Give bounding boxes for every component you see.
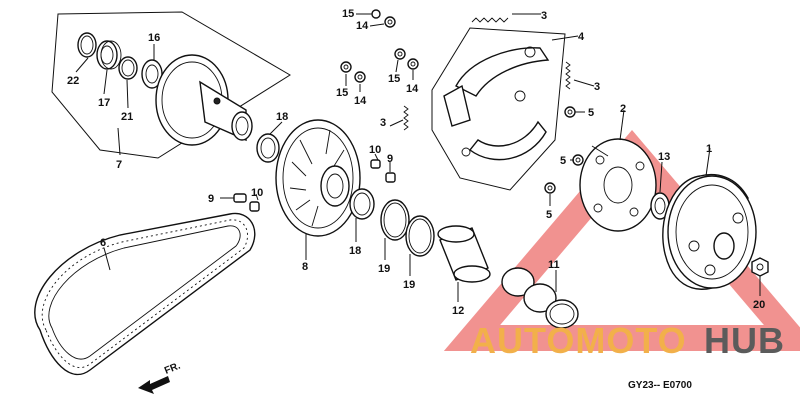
part-1-clutch-outer — [662, 173, 757, 290]
callout-5-b: 5 — [560, 155, 566, 167]
part-3-spring-right — [565, 61, 571, 90]
part-14-washer-a — [384, 16, 396, 28]
callout-10-left: 10 — [251, 187, 263, 199]
part-9-bolt-upper — [385, 172, 396, 183]
leader-lines — [75, 13, 761, 302]
part-4-clutch-shoes — [443, 46, 550, 161]
front-label: FR. — [163, 360, 182, 376]
callout-labels: 1 2 3 3 3 4 5 5 5 6 7 8 9 9 10 10 11 12 … — [67, 8, 765, 317]
part-19-oring-a — [380, 199, 410, 241]
part-10-nut-upper — [370, 159, 381, 169]
callout-14-a: 14 — [356, 20, 369, 32]
watermark-text-automoto: AUTOMOTO — [470, 320, 687, 361]
callout-5-c: 5 — [546, 209, 552, 221]
callout-3-right: 3 — [594, 81, 600, 93]
callout-13: 13 — [658, 151, 670, 163]
part-18-seal-lower — [349, 188, 375, 220]
callout-15-b: 15 — [336, 87, 348, 99]
part-2-drive-plate — [579, 138, 657, 232]
part-11-rings — [501, 267, 579, 329]
drive-face — [155, 54, 253, 146]
part-15-washer-a — [371, 9, 381, 19]
part-22-circlip — [77, 32, 97, 58]
part-17-bearing — [96, 40, 122, 70]
part-15-washer-c — [394, 48, 406, 60]
callout-21: 21 — [121, 111, 133, 123]
callout-16: 16 — [148, 32, 160, 44]
callout-1: 1 — [706, 143, 712, 155]
part-5-nut-c — [544, 182, 556, 194]
callout-10-upper: 10 — [369, 144, 381, 156]
callout-3-left: 3 — [380, 117, 386, 129]
callout-11: 11 — [548, 259, 560, 271]
callout-8: 8 — [302, 261, 308, 273]
part-18-seal-upper — [256, 133, 280, 163]
part-20-nut — [751, 257, 769, 277]
callout-18-lower: 18 — [349, 245, 361, 257]
part-15-washer-b — [340, 61, 352, 73]
part-5-nut-a — [564, 106, 576, 118]
part-9-bolt-left — [233, 193, 247, 203]
callout-7: 7 — [116, 159, 122, 171]
callout-2: 2 — [620, 103, 626, 115]
callout-12: 12 — [452, 305, 464, 317]
clutch-shoe-group-box — [431, 27, 566, 191]
drawing-code: GY23-- E0700 — [628, 380, 692, 391]
callout-22: 22 — [67, 75, 79, 87]
part-6-drive-belt — [34, 212, 256, 376]
part-10-nut-left — [249, 201, 260, 212]
front-direction-arrow-icon — [138, 376, 170, 394]
callout-9-left: 9 — [208, 193, 214, 205]
part-3-spring-top — [471, 17, 509, 23]
callout-19-b: 19 — [403, 279, 415, 291]
callout-14-c: 14 — [406, 83, 419, 95]
callout-6: 6 — [100, 237, 106, 249]
callout-17: 17 — [98, 97, 110, 109]
part-3-spring-left — [403, 105, 409, 131]
part-14-washer-c — [407, 58, 419, 70]
callout-18-upper: 18 — [276, 111, 288, 123]
part-8-driven-face — [275, 119, 361, 237]
watermark-text-hub: HUB — [704, 320, 785, 361]
watermark-logo: AUTOMOTO HUB — [470, 320, 785, 361]
part-21-circlip — [118, 56, 138, 80]
callout-9-upper: 9 — [387, 153, 393, 165]
callout-19-a: 19 — [378, 263, 390, 275]
part-5-nut-b — [572, 154, 584, 166]
part-12-sleeve — [437, 225, 491, 283]
callout-20: 20 — [753, 299, 765, 311]
part-14-washer-b — [354, 71, 366, 83]
drive-face-group-box — [51, 11, 291, 159]
callout-4: 4 — [578, 31, 585, 43]
part-19-oring-b — [405, 215, 435, 257]
callout-3-top: 3 — [541, 10, 547, 22]
callout-15-a: 15 — [342, 8, 354, 20]
callout-14-b: 14 — [354, 95, 367, 107]
callout-5-a: 5 — [588, 107, 594, 119]
callout-15-c: 15 — [388, 73, 400, 85]
